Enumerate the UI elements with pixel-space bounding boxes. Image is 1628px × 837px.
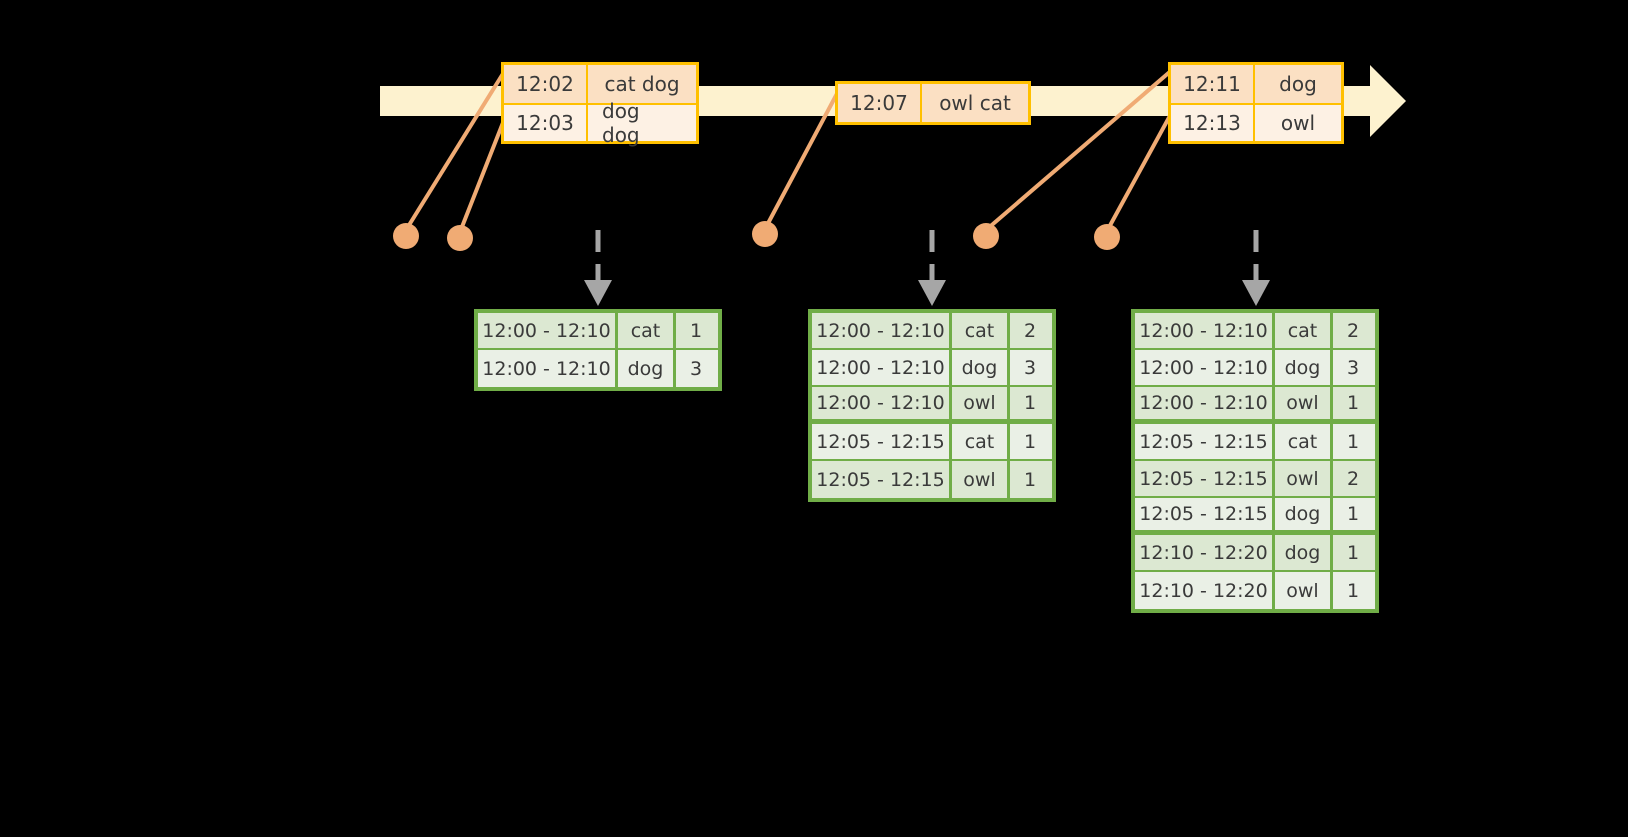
window-cell: 12:00 - 12:10	[1135, 350, 1275, 385]
count-cell: 1	[1333, 572, 1373, 609]
event-row: 12:03 dog dog	[504, 99, 696, 147]
event-row: 12:11 dog	[1171, 65, 1341, 103]
count-cell: 3	[676, 350, 716, 387]
word-cell: dog	[1275, 535, 1333, 570]
word-cell: cat	[952, 424, 1010, 459]
count-cell: 3	[1333, 350, 1373, 385]
event-dot-2	[447, 225, 473, 251]
emit-arrow-2	[918, 230, 946, 306]
count-cell: 1	[1333, 498, 1373, 530]
window-cell: 12:10 - 12:20	[1135, 535, 1275, 570]
window-cell: 12:00 - 12:10	[1135, 387, 1275, 419]
event-dot-3	[752, 221, 778, 247]
window-cell: 12:00 - 12:10	[1135, 313, 1275, 348]
window-cell: 12:05 - 12:15	[1135, 498, 1275, 530]
event-words: cat dog	[604, 72, 680, 96]
event-group-3[interactable]: 12:11 dog 12:13 owl	[1168, 62, 1344, 144]
word-cell: cat	[618, 313, 676, 348]
event-time: 12:02	[504, 65, 588, 103]
window-cell: 12:05 - 12:15	[1135, 461, 1275, 496]
count-cell: 1	[1010, 424, 1050, 459]
count-cell: 2	[1333, 313, 1373, 348]
count-cell: 1	[1333, 535, 1373, 570]
event-row: 12:13 owl	[1171, 103, 1341, 141]
event-time: 12:03	[504, 105, 588, 141]
event-words: owl	[1280, 111, 1316, 135]
word-cell: dog	[1275, 350, 1333, 385]
window-cell: 12:00 - 12:10	[812, 350, 952, 385]
word-cell: cat	[1275, 424, 1333, 459]
word-cell: owl	[1275, 461, 1333, 496]
count-cell: 2	[1010, 313, 1050, 348]
word-cell: owl	[952, 387, 1010, 419]
event-time: 12:13	[1171, 105, 1255, 141]
event-group-1[interactable]: 12:02 cat dog 12:03 dog dog	[501, 62, 699, 147]
event-words: dog	[1279, 72, 1317, 96]
window-cell: 12:00 - 12:10	[812, 387, 952, 419]
event-words: owl cat	[939, 91, 1011, 115]
window-cell: 12:05 - 12:15	[1135, 424, 1275, 459]
window-cell: 12:00 - 12:10	[812, 313, 952, 348]
count-cell: 2	[1333, 461, 1373, 496]
count-cell: 1	[1010, 387, 1050, 419]
word-cell: dog	[1275, 498, 1333, 530]
event-row: 12:07 owl cat	[838, 84, 1028, 122]
event-dot-5	[1094, 224, 1120, 250]
word-cell: dog	[618, 350, 676, 387]
event-row: 12:02 cat dog	[504, 65, 696, 103]
window-cell: 12:10 - 12:20	[1135, 572, 1275, 609]
window-cell: 12:05 - 12:15	[812, 461, 952, 498]
timeline-arrow-head-icon	[1370, 65, 1406, 137]
word-cell: dog	[952, 350, 1010, 385]
event-words: dog dog	[602, 99, 640, 147]
word-cell: cat	[1275, 313, 1333, 348]
window-cell: 12:05 - 12:15	[812, 424, 952, 459]
event-group-2[interactable]: 12:07 owl cat	[835, 81, 1031, 125]
emit-arrow-1	[584, 230, 612, 306]
event-time: 12:11	[1171, 65, 1255, 103]
word-cell: owl	[1275, 387, 1333, 419]
emit-arrow-3	[1242, 230, 1270, 306]
word-cell: owl	[952, 461, 1010, 498]
count-cell: 1	[1333, 387, 1373, 419]
window-cell: 12:00 - 12:10	[478, 313, 618, 348]
event-dot-1	[393, 223, 419, 249]
event-dot-4	[973, 223, 999, 249]
word-cell: cat	[952, 313, 1010, 348]
word-cell: owl	[1275, 572, 1333, 609]
window-cell: 12:00 - 12:10	[478, 350, 618, 387]
event-time: 12:07	[838, 84, 922, 122]
count-cell: 1	[1010, 461, 1050, 498]
count-cell: 3	[1010, 350, 1050, 385]
count-cell: 1	[1333, 424, 1373, 459]
count-cell: 1	[676, 313, 716, 348]
